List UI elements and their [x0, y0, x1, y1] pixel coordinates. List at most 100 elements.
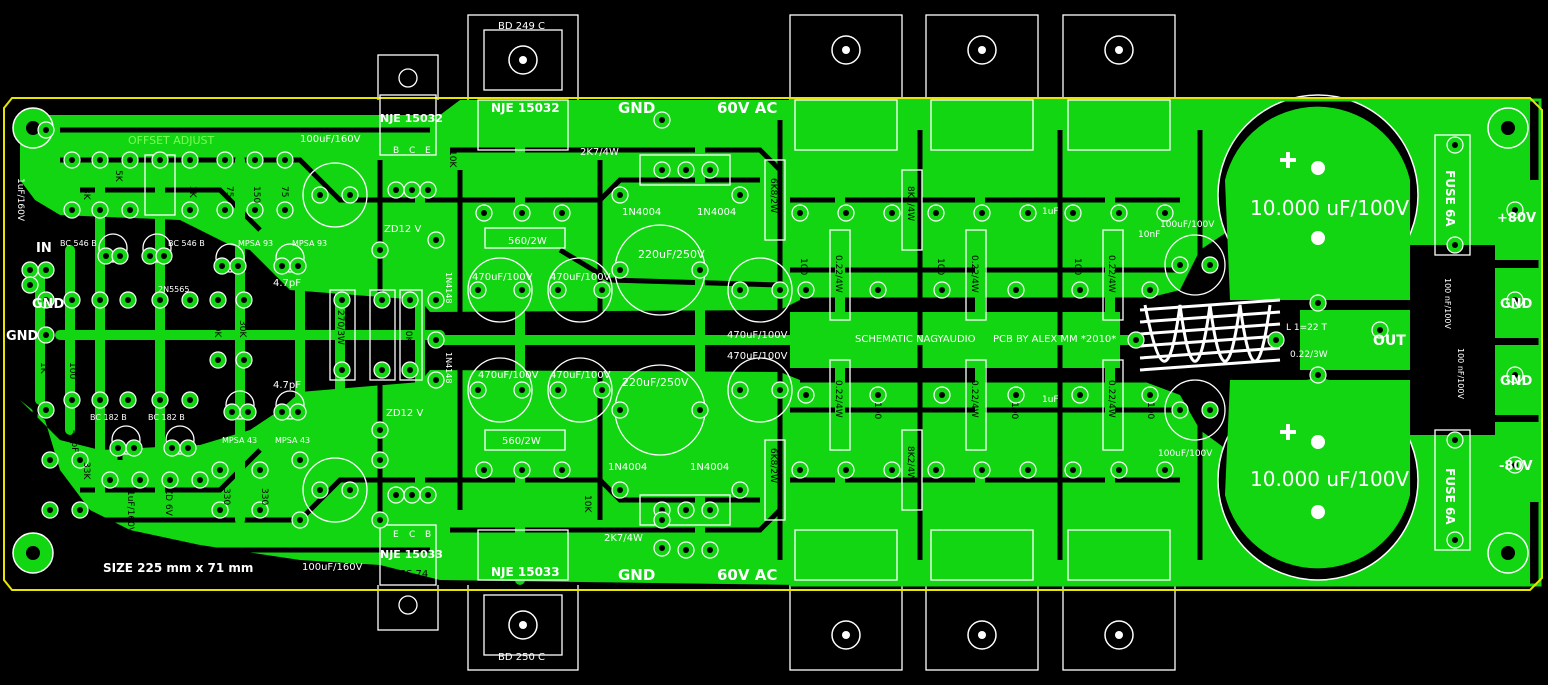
label-r8k2-bottom: 8K2/4W [905, 446, 915, 481]
label-r75-a: 75 [224, 186, 234, 197]
label-zd6v: ZD 6V [163, 488, 173, 517]
pad-hole [219, 263, 225, 269]
heatsink-hole-p2 [967, 620, 997, 650]
pad-hole [43, 297, 49, 303]
label-pin-c-bottom: C [409, 530, 415, 540]
label-r022-2: 0.22/4W [969, 255, 979, 293]
label-c470-3: 470uF/100V [478, 370, 539, 381]
heatsink-hole-p1 [831, 620, 861, 650]
pad-hole [797, 210, 803, 216]
pad-hole [127, 157, 133, 163]
pad-hole [377, 427, 383, 433]
label-c220-bottom: 220uF/250V [622, 376, 689, 389]
label-r100-g: 100 [1145, 402, 1155, 419]
pad-hole [1133, 337, 1139, 343]
pad-hole [187, 207, 193, 213]
pad-hole [241, 297, 247, 303]
label-r270: 270/3W [335, 310, 345, 345]
pad-hole [433, 237, 439, 243]
label-c470-2: 470uF/100V [550, 272, 611, 283]
label-r560-bottom: 560/2W [502, 436, 541, 447]
pad-hole [933, 210, 939, 216]
heatsink-hole-bd249 [508, 45, 538, 75]
label-r33k: 33K [81, 462, 91, 480]
label-bss71: BSS71 [396, 101, 428, 112]
pad-hole [222, 207, 228, 213]
pad-hole [1013, 287, 1019, 293]
pad-hole [127, 207, 133, 213]
pad-hole [217, 507, 223, 513]
label-r100-c: 100 [935, 258, 945, 275]
label-r6k8-bottom: 6K8/2W [768, 448, 778, 483]
pad-hole [131, 445, 137, 451]
pad-hole [889, 467, 895, 473]
label-r100-f: 100 [1009, 402, 1019, 419]
pad-hole [282, 157, 288, 163]
pad-hole [282, 207, 288, 213]
label-1n4004-2: 1N4004 [697, 207, 736, 218]
label-r30k-b: 30K [237, 320, 247, 338]
pad-hole [1147, 287, 1153, 293]
pad-hole [409, 492, 415, 498]
pad-hole [475, 387, 481, 393]
pad-hole [77, 507, 83, 513]
pad-hole [843, 467, 849, 473]
pad-hole [379, 297, 385, 303]
label-gnd-top: GND [618, 99, 655, 117]
label-mje15033-left: NJE 15033 [380, 548, 443, 561]
board-outline [3, 97, 1543, 591]
pad-hole [377, 517, 383, 523]
pad-hole [519, 210, 525, 216]
label-c470-4: 470uF/100V [550, 370, 611, 381]
pad-hole [379, 367, 385, 373]
label-1n4148-2: 1N4148 [444, 352, 453, 383]
label-c47pf-1: 4.7pF [273, 278, 301, 289]
pad-hole [1377, 327, 1383, 333]
pad-hole [235, 263, 241, 269]
label-zd12-top: ZD12 V [384, 224, 421, 235]
pad-hole [409, 187, 415, 193]
pad-hole [1452, 242, 1458, 248]
label-c47pf-2: 4.7pF [273, 380, 301, 391]
pad-hole [69, 157, 75, 163]
pad-hole [1207, 262, 1213, 268]
label-c100-right-top: 100uF/100V [1160, 220, 1215, 230]
label-r75-b: 75 [279, 186, 289, 197]
pad-hole [252, 157, 258, 163]
pad-hole [803, 287, 809, 293]
label-2sj-3: 2SJ162 [1091, 593, 1141, 608]
pad-hole [425, 187, 431, 193]
pad-hole [1077, 392, 1083, 398]
label-r330-c: 330 [259, 488, 269, 505]
label-mpsa43-2: MPSA 43 [275, 436, 310, 445]
label-1n4004-3: 1N4004 [608, 462, 647, 473]
label-c100-right-bottom: 100uF/100V [1158, 449, 1213, 459]
pad-hole [1315, 372, 1321, 378]
label-r3k-b: 3K [187, 186, 197, 199]
pad-hole [157, 297, 163, 303]
label-zd12-bottom: ZD12 V [386, 408, 423, 419]
pad-hole [519, 287, 525, 293]
pad-hole [777, 387, 783, 393]
heatsink-hole-p3 [1104, 620, 1134, 650]
pad-hole [433, 377, 439, 383]
label-mpsa93-2: MPSA 93 [292, 239, 327, 248]
label-r330-b: 330 [221, 488, 231, 505]
label-2sk-2: 2SK 1058 [948, 79, 1017, 94]
pad-hole [1077, 287, 1083, 293]
pad-hole [407, 297, 413, 303]
pad-hole [317, 192, 323, 198]
pad-hole [339, 297, 345, 303]
pad-hole [97, 397, 103, 403]
pad-hole [43, 127, 49, 133]
label-r150: 150 [251, 186, 261, 203]
pad-hole [297, 517, 303, 523]
label-big-cap-bottom: 10.000 uF/100V [1250, 467, 1409, 491]
label-c100-top: 100uF/160V [300, 134, 361, 145]
copper-layer [10, 94, 1542, 587]
pad-hole [979, 210, 985, 216]
pad-hole [215, 297, 221, 303]
label-bc182-1: BC 182 B [90, 413, 127, 422]
pad-hole [697, 267, 703, 273]
pad-hole [659, 117, 665, 123]
